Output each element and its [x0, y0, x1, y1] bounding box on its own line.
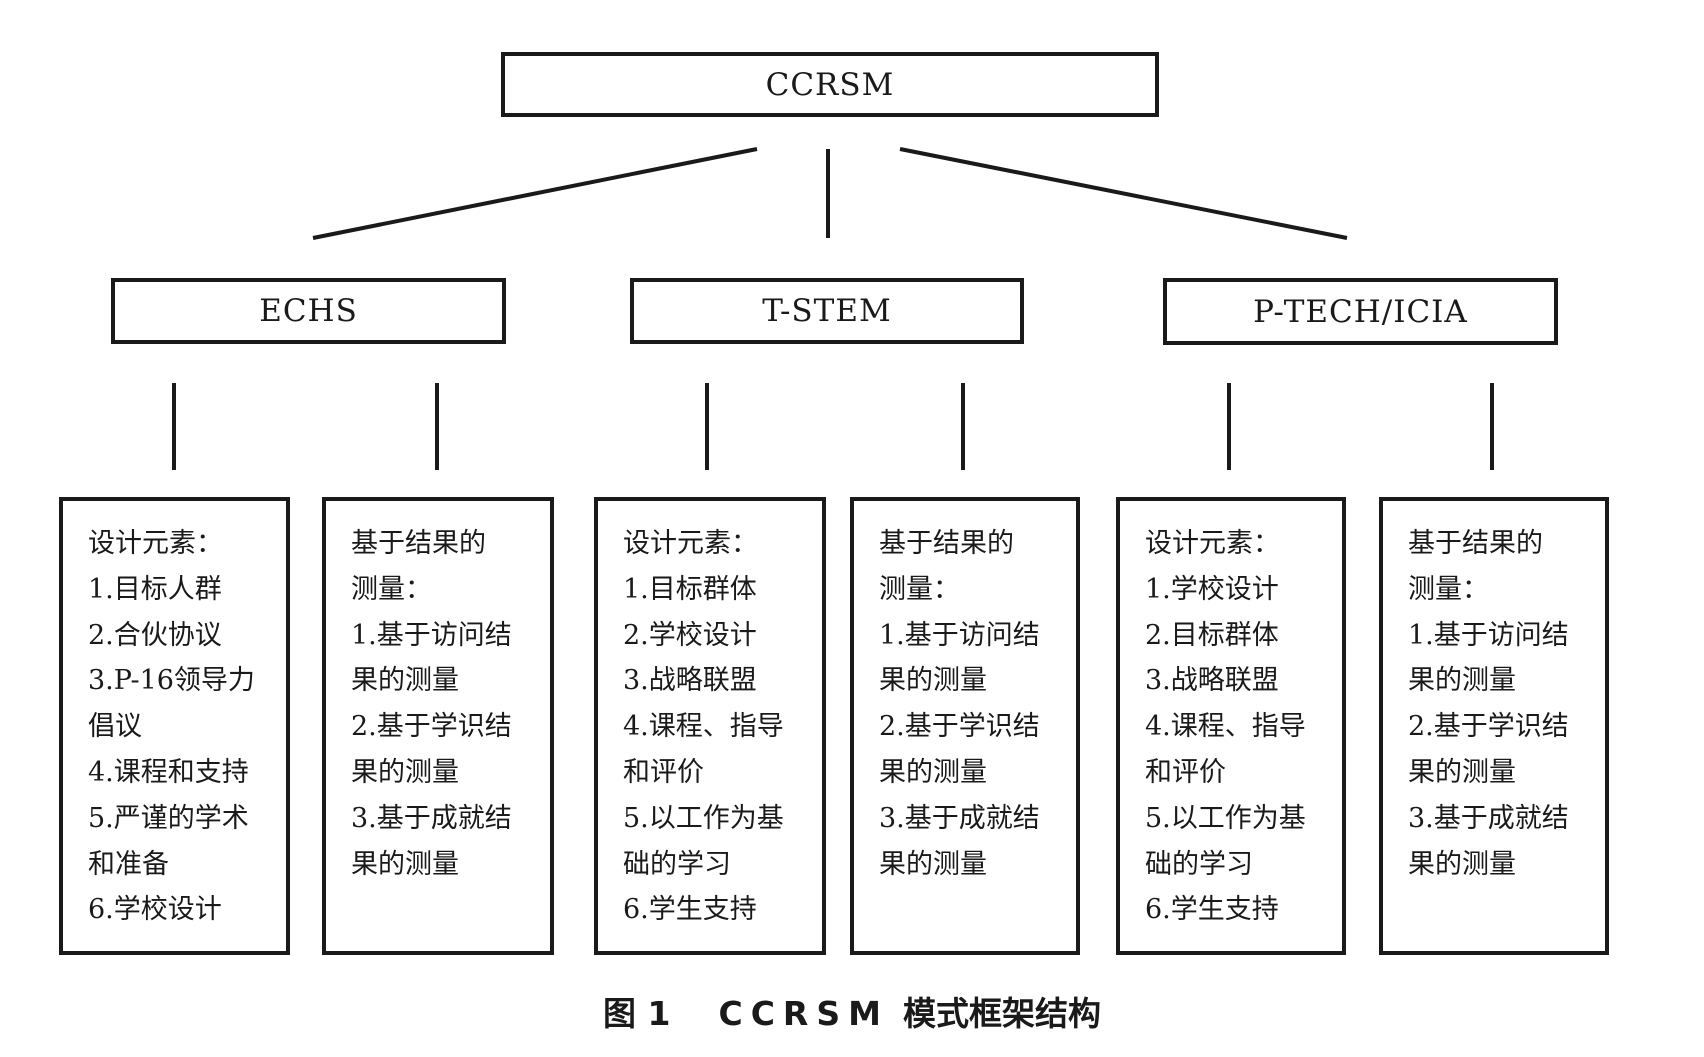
leaf-line: 1.目标人群	[88, 573, 222, 605]
leaf-line: 测量：	[879, 573, 960, 605]
leaf-box-ptech-design: 设计元素： 1.学校设计 2.目标群体 3.战略联盟 4.课程、指导 和评价 5…	[1116, 497, 1346, 955]
leaf-line: 1.基于访问结	[351, 619, 512, 651]
leaf-text: 基于结果的 测量： 1.基于访问结 果的测量 2.基于学识结 果的测量 3.基于…	[351, 521, 542, 887]
leaf-line: 果的测量	[351, 756, 459, 788]
leaf-line: 6.学校设计	[88, 894, 222, 926]
leaf-line: 4.课程、指导	[1145, 711, 1306, 743]
leaf-line: 6.学生支持	[1145, 894, 1279, 926]
leaf-text: 设计元素： 1.学校设计 2.目标群体 3.战略联盟 4.课程、指导 和评价 5…	[1145, 521, 1334, 933]
leaf-line: 测量：	[1408, 573, 1489, 605]
leaf-box-echs-design: 设计元素： 1.目标人群 2.合伙协议 3.P-16领导力 倡议 4.课程和支持…	[59, 497, 290, 955]
leaf-line: 设计元素：	[623, 528, 758, 559]
connector-root-ptech	[899, 147, 1348, 240]
leaf-line: 2.目标群体	[1145, 619, 1279, 651]
leaf-text: 基于结果的 测量： 1.基于访问结 果的测量 2.基于学识结 果的测量 3.基于…	[1408, 521, 1597, 887]
caption-figure-number: 图 1	[603, 994, 671, 1033]
root-node-box: CCRSM	[501, 52, 1159, 117]
leaf-line: 1.学校设计	[1145, 573, 1279, 605]
leaf-line: 3.基于成就结	[879, 802, 1040, 834]
leaf-line: 3.基于成就结	[1408, 802, 1569, 834]
model-node-tstem: T-STEM	[630, 278, 1024, 344]
model-node-label: ECHS	[259, 293, 358, 329]
leaf-box-echs-measure: 基于结果的 测量： 1.基于访问结 果的测量 2.基于学识结 果的测量 3.基于…	[322, 497, 554, 955]
leaf-line: 基于结果的	[1408, 528, 1543, 559]
leaf-line: 基于结果的	[351, 528, 486, 559]
caption-abbreviation: CCRSM	[718, 994, 889, 1033]
leaf-line: 础的学习	[623, 848, 731, 880]
leaf-text: 设计元素： 1.目标人群 2.合伙协议 3.P-16领导力 倡议 4.课程和支持…	[88, 521, 278, 933]
leaf-line: 倡议	[88, 711, 142, 743]
leaf-line: 3.战略联盟	[623, 665, 757, 697]
leaf-line: 4.课程和支持	[88, 756, 249, 788]
leaf-line: 2.基于学识结	[351, 711, 512, 743]
leaf-line: 1.目标群体	[623, 573, 757, 605]
leaf-line: 设计元素：	[1145, 528, 1280, 559]
leaf-line: 2.学校设计	[623, 619, 757, 651]
leaf-line: 果的测量	[879, 756, 987, 788]
leaf-line: 5.严谨的学术	[88, 802, 249, 834]
model-node-label: T-STEM	[762, 293, 892, 329]
leaf-line: 果的测量	[1408, 756, 1516, 788]
leaf-line: 2.合伙协议	[88, 619, 222, 651]
leaf-line: 果的测量	[1408, 665, 1516, 697]
leaf-line: 5.以工作为基	[623, 802, 784, 834]
leaf-line: 础的学习	[1145, 848, 1253, 880]
leaf-line: 3.P-16领导力	[88, 665, 255, 697]
leaf-line: 果的测量	[879, 848, 987, 880]
leaf-line: 6.学生支持	[623, 894, 757, 926]
leaf-line: 3.战略联盟	[1145, 665, 1279, 697]
leaf-line: 4.课程、指导	[623, 711, 784, 743]
root-node-label: CCRSM	[765, 66, 895, 103]
leaf-line: 设计元素：	[88, 528, 223, 559]
connector-root-echs	[312, 147, 758, 240]
leaf-line: 3.基于成就结	[351, 802, 512, 834]
leaf-text: 设计元素： 1.目标群体 2.学校设计 3.战略联盟 4.课程、指导 和评价 5…	[623, 521, 814, 933]
leaf-line: 1.基于访问结	[879, 619, 1040, 651]
leaf-line: 基于结果的	[879, 528, 1014, 559]
leaf-line: 果的测量	[1408, 848, 1516, 880]
model-node-echs: ECHS	[111, 278, 506, 344]
model-node-label: P-TECH/ICIA	[1253, 293, 1468, 330]
leaf-box-tstem-design: 设计元素： 1.目标群体 2.学校设计 3.战略联盟 4.课程、指导 和评价 5…	[594, 497, 826, 955]
leaf-line: 果的测量	[351, 848, 459, 880]
leaf-line: 和评价	[1145, 756, 1226, 788]
leaf-line: 2.基于学识结	[1408, 711, 1569, 743]
leaf-line: 和准备	[88, 848, 169, 880]
leaf-line: 5.以工作为基	[1145, 802, 1306, 834]
model-node-ptech-icia: P-TECH/ICIA	[1163, 278, 1558, 345]
leaf-line: 1.基于访问结	[1408, 619, 1569, 651]
leaf-line: 果的测量	[879, 665, 987, 697]
leaf-line: 和评价	[623, 756, 704, 788]
leaf-line: 果的测量	[351, 665, 459, 697]
leaf-line: 测量：	[351, 573, 432, 605]
leaf-box-tstem-measure: 基于结果的 测量： 1.基于访问结 果的测量 2.基于学识结 果的测量 3.基于…	[850, 497, 1080, 955]
caption-title: 模式框架结构	[902, 994, 1101, 1033]
leaf-line: 2.基于学识结	[879, 711, 1040, 743]
leaf-box-ptech-measure: 基于结果的 测量： 1.基于访问结 果的测量 2.基于学识结 果的测量 3.基于…	[1379, 497, 1609, 955]
figure-caption: 图 1 CCRSM 模式框架结构	[0, 987, 1704, 1035]
leaf-text: 基于结果的 测量： 1.基于访问结 果的测量 2.基于学识结 果的测量 3.基于…	[879, 521, 1068, 887]
